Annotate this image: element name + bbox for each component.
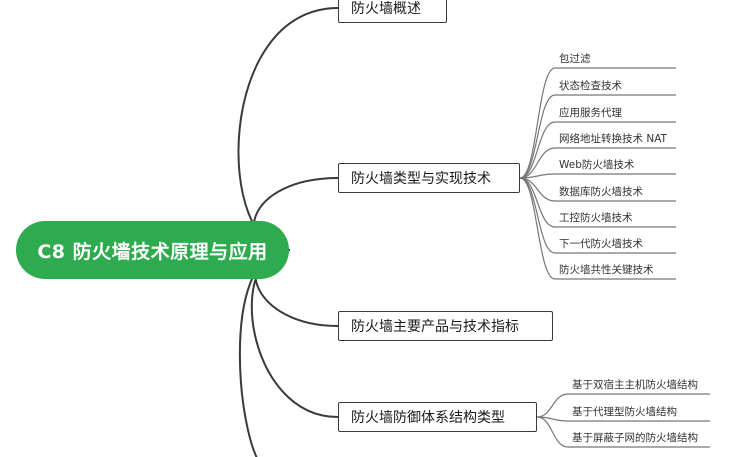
branch-overview[interactable]: 防火墙概述 (338, 0, 447, 23)
branch-types-label: 防火墙类型与实现技术 (351, 171, 491, 187)
leaf-packet-filter[interactable]: 包过滤 (559, 53, 591, 65)
leaf-application-proxy[interactable]: 应用服务代理 (559, 107, 622, 119)
leaf-ngfw[interactable]: 下一代防火墙技术 (559, 238, 643, 250)
connector-root-to-overview (237, 7, 339, 251)
leaf-application-proxy-connector (519, 121, 556, 179)
leaf-screened-subnet[interactable]: 基于屏蔽子网的防火墙结构 (572, 432, 698, 444)
leaf-industrial-firewall-connector (519, 177, 556, 228)
leaf-common-key-tech-connector (519, 177, 556, 280)
leaf-stateful-inspection[interactable]: 状态检查技术 (559, 80, 622, 92)
leaf-proxy-based[interactable]: 基于代理型防火墙结构 (572, 406, 677, 418)
branch-architecture[interactable]: 防火墙防御体系结构类型 (338, 402, 537, 432)
leaf-nat[interactable]: 网络地址转换技术 NAT (559, 133, 667, 145)
leaf-dual-homed-connector (536, 393, 569, 418)
branch-overview-label: 防火墙概述 (351, 1, 421, 17)
branch-architecture-label: 防火墙防御体系结构类型 (351, 410, 505, 426)
root-topic[interactable]: C8 防火墙技术原理与应用 (16, 221, 289, 279)
leaf-packet-filter-connector (519, 67, 556, 179)
leaf-dual-homed[interactable]: 基于双宿主主机防火墙结构 (572, 379, 698, 391)
connector-root-offscreen (238, 249, 290, 457)
leaf-nat-connector (519, 147, 556, 179)
leaf-industrial-firewall[interactable]: 工控防火墙技术 (559, 212, 633, 224)
leaf-stateful-inspection-connector (519, 94, 556, 179)
leaf-database-firewall[interactable]: 数据库防火墙技术 (559, 186, 643, 198)
leaf-web-firewall[interactable]: Web防火墙技术 (559, 159, 635, 171)
leaf-common-key-tech[interactable]: 防火墙共性关键技术 (559, 264, 654, 276)
leaf-screened-subnet-connector (536, 416, 569, 448)
branch-products[interactable]: 防火墙主要产品与技术指标 (338, 311, 553, 341)
branch-products-label: 防火墙主要产品与技术指标 (351, 319, 519, 335)
branch-types[interactable]: 防火墙类型与实现技术 (338, 163, 520, 193)
root-topic-label: C8 防火墙技术原理与应用 (37, 240, 268, 263)
